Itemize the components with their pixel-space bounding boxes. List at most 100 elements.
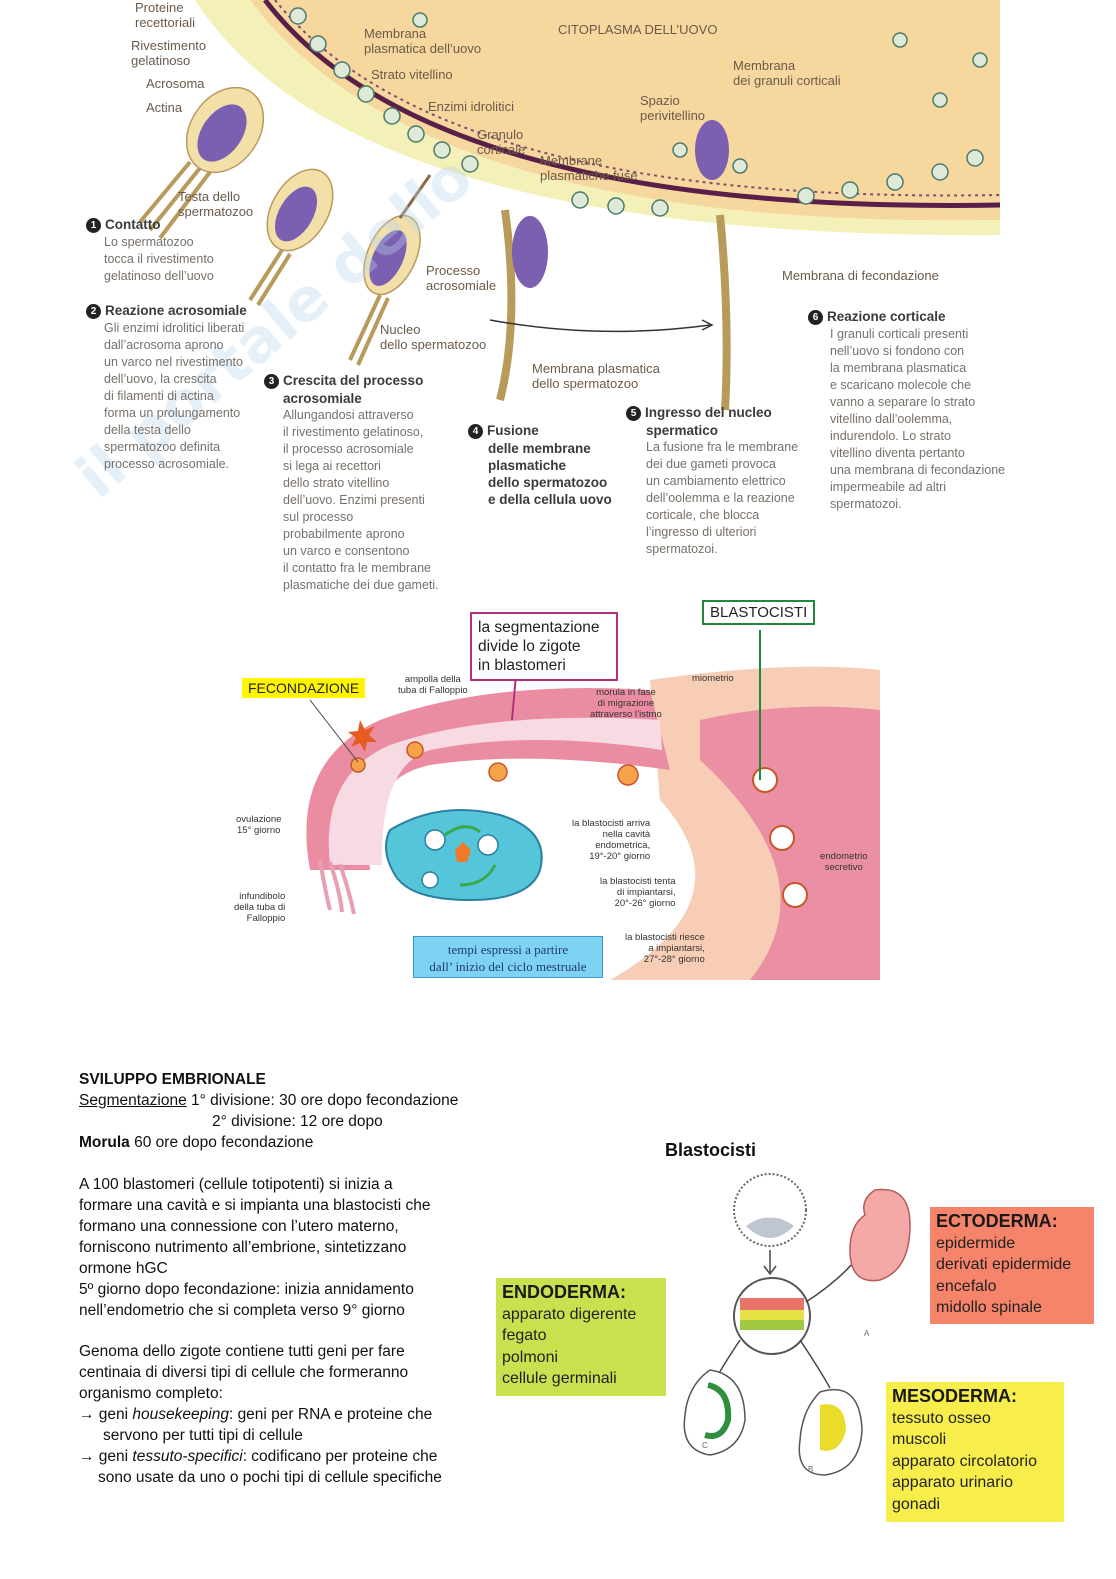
label-strato-vitellino: Strato vitellino [371,67,453,82]
morula-line: attraverso l’istmo [590,709,662,720]
step-2-line: forma un prolungamento [104,406,241,420]
ampolla-line: ampolla della [404,674,461,685]
para2-line: organismo completo: [79,1385,223,1402]
label-membrana-sperm-2: dello spermatozoo [532,376,639,391]
infundibolo-line: infundibolo [239,891,286,902]
endoderma-item: fegato [502,1327,547,1344]
para2-line: centinaia di diversi tipi di cellule che… [79,1364,409,1381]
ectoderma-box: ECTODERMA: epidermide derivati epidermid… [930,1207,1094,1324]
step-6-line: I granuli corticali presenti [830,327,969,341]
label-membrana-sperm-1: Membrana plasmatica [532,361,660,376]
label-gelatinoso: gelatinoso [131,53,191,68]
blastocisti-title: Blastocisti [665,1140,757,1160]
segmentazione-term: Segmentazione [79,1092,187,1109]
label-enzimi: Enzimi idrolitici [428,99,514,114]
bullet-1-term: housekeeping [132,1406,229,1423]
tempi-line: tempi espressi a partire [447,942,569,957]
label-granulo-1: Granulo [477,127,524,142]
step-2-line: dall’acrosoma aprono [104,338,224,352]
infundibolo-label: infundibolo della tuba di Falloppio [234,891,285,924]
label-spazio-2: perivitellino [640,108,706,123]
endoderma-item: polmoni [502,1348,559,1366]
step-4-number: 4 [468,424,483,440]
step-5-number: 5 [626,406,641,422]
endoderma-box: ENDODERMA: apparato digerente fegato pol… [496,1278,666,1396]
step-4-title-line: dello spermatozoo [488,475,608,490]
bullet-2-prefix: → geni [79,1448,133,1465]
tenta-line: di impiantarsi, [616,887,676,898]
label-membrane-fuse-1: Membrane [540,153,603,168]
step-3-line: sul processo [283,510,354,524]
label-acrosoma: Acrosoma [146,76,205,91]
tempi-box: tempi espressi a partire dall’ inizio de… [413,936,603,978]
step-5-line: un cambiamento elettrico [646,474,786,488]
step-6-line: indurendolo. Lo strato [830,429,951,443]
step-3-line: probabilmente aprono [283,527,405,541]
para1-line: A 100 blastomeri (cellule totipotenti) s… [79,1176,393,1193]
bullet-1-line-2: servono per tutti tipi di cellule [103,1427,303,1444]
step-6-line: e scaricano molecole che [830,378,972,392]
label-actina: Actina [146,100,183,115]
label-rivestimento: Rivestimento [131,38,207,53]
step-3-line: dello strato vitellino [283,476,390,490]
arriva-line: 19°-20° giorno [589,851,651,862]
notes-heading: SVILUPPO EMBRIONALE [79,1071,266,1088]
step-2: 2 Reazione acrosomiale Gli enzimi idrolit… [86,302,247,473]
uterus-figure: FECONDAZIONE la segmentazione divide lo … [230,600,880,980]
step-5-line: dell’oolemma e la reazione [646,491,795,505]
mesoderma-item: tessuto osseo [892,1409,991,1427]
step-6-line: vanno a separare lo strato [830,395,976,409]
step-1-title: Contatto [105,217,161,232]
segmentazione-line: la segmentazione [478,619,600,636]
para1-line: forniscono nutrimento all’embrione, sint… [79,1239,407,1256]
label-citoplasma: CITOPLASMA DELL’UOVO [558,22,718,37]
step-2-number: 2 [86,304,101,320]
label-membrana-uovo-2: plasmatica dell’uovo [364,41,482,56]
step-1-line: Lo spermatozoo [104,235,194,249]
para2-line: Genoma dello zigote contiene tutti geni … [79,1343,405,1360]
morula-line: di migrazione [597,698,655,709]
step-6-line: vitellino diventa pertanto [830,446,965,460]
riesce-line: la blastocisti riesce [625,932,705,943]
label-membrane-fuse-2: plasmatiche fuse [540,168,638,183]
step-6-line: spermatozoi. [830,497,902,511]
para1-line: 5º giorno dopo fecondazione: inizia anni… [79,1281,414,1298]
step-2-line: dell’uovo, la crescita [104,372,217,386]
figure-b-label: B [808,1465,814,1474]
step-5-line: l’ingresso di ulteriori [646,525,757,539]
ectoderma-name: ECTODERMA [936,1211,1052,1231]
step-3-line: il processo acrosomiale [283,442,414,456]
step-6-line: impermeabile ad altri [830,480,947,494]
ectoderma-item: midollo spinale [936,1299,1042,1316]
riesce-label: la blastocisti riesce a impiantarsi, 27°… [625,932,705,965]
morula-label: morula in fase di migrazione attraverso … [590,687,662,720]
step-3-title: Crescita del processo [283,373,424,388]
step-2-title: Reazione acrosomiale [105,303,247,318]
step-3-line: il contatto fra le membrane [283,561,431,575]
step-6-line: una membrana di fecondazione [830,463,1006,477]
morula-text: 60 ore dopo fecondazione [129,1134,314,1151]
bullet-2-line-2: sono usate da uno o pochi tipi di cellul… [98,1469,442,1486]
step-5-line: La fusione fra le membrane [646,440,799,454]
endometrio-line: secretivo [824,862,863,873]
step-5-line: dei due gameti provoca [646,457,776,471]
segmentazione-line: in blastomeri [478,657,566,674]
ectoderma-item: encefalo [936,1277,997,1295]
fecondazione-tag: FECONDAZIONE [242,678,366,698]
riesce-line: 27°-28° giorno [643,954,705,965]
step-3-line: il rivestimento gelatinoso, [283,425,424,439]
ectoderma-item: derivati epidermide [936,1256,1072,1273]
bullet-2-term: tessuto-specifici [132,1448,243,1465]
step-2-line: Gli enzimi idrolitici liberati [104,321,245,335]
ovulazione-line: ovulazione [236,814,282,825]
step-3-line: plasmatiche dei due gameti. [283,578,439,592]
ovulazione-label: ovulazione 15° giorno [236,814,281,836]
step-3-line: Allungandosi attraverso [283,408,414,422]
label-proteine: Proteine [135,0,184,15]
endometrio-label: endometrio secretivo [820,851,868,873]
segmentazione-line: divide lo zigote [478,638,581,655]
arriva-line: endometrica, [595,840,651,851]
